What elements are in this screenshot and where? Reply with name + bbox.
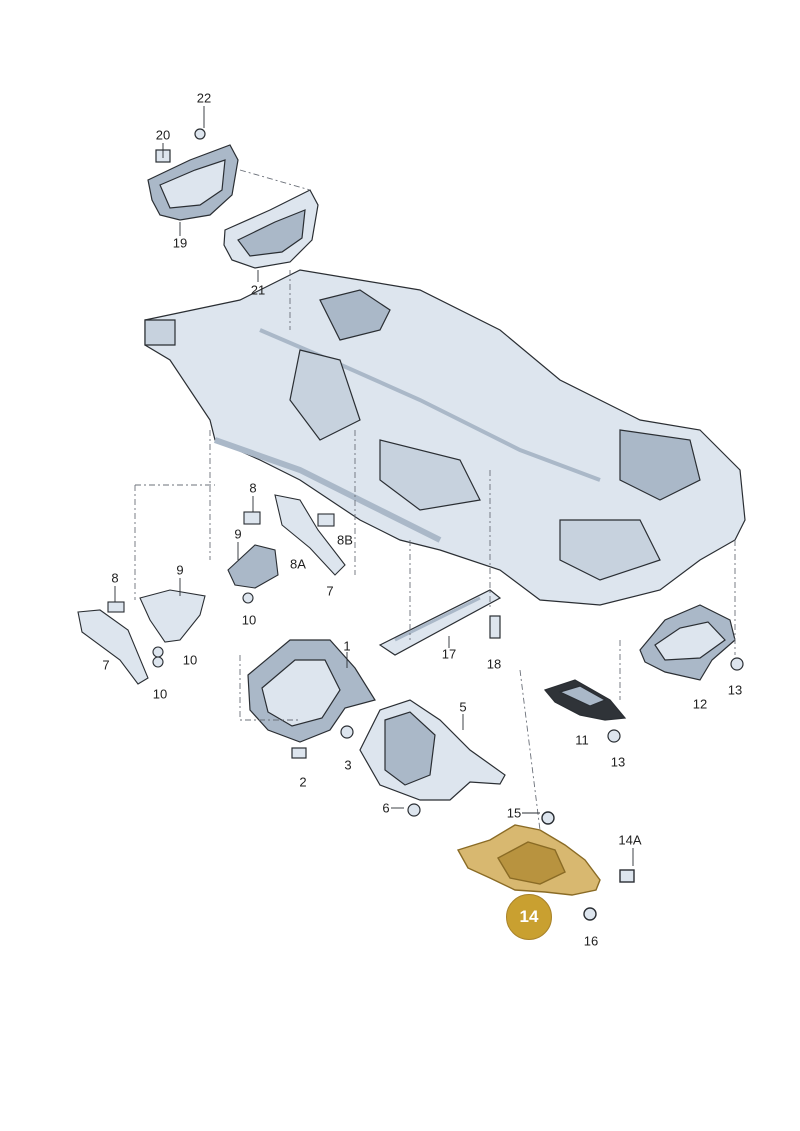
callout-9-upper: 9 [234, 526, 242, 542]
heat-shield-12 [639, 604, 744, 681]
callout-10-upper: 10 [241, 612, 257, 628]
callout-8-left: 8 [111, 570, 119, 586]
callout-7-upper: 7 [326, 583, 334, 599]
callout-11: 11 [575, 732, 589, 748]
callout-8B: 8B [337, 532, 353, 548]
callout-19: 19 [172, 235, 188, 251]
callout-15: 15 [506, 805, 522, 821]
callout-ticks [114, 106, 634, 866]
bracket-parts-left [77, 494, 346, 685]
heat-shield-5 [359, 699, 506, 817]
callout-7-left: 7 [102, 657, 110, 673]
callout-17: 17 [441, 646, 457, 662]
callout-10-lower: 10 [152, 686, 168, 702]
callout-13-mid: 13 [610, 754, 626, 770]
heat-shield-19 [147, 128, 239, 221]
callout-8-upper: 8 [249, 480, 257, 496]
heat-shield-14-highlighted [456, 811, 635, 921]
callout-2: 2 [299, 774, 307, 790]
callout-18: 18 [486, 656, 502, 672]
callout-14A: 14A [618, 832, 642, 848]
callout-9-left: 9 [176, 562, 184, 578]
callout-20: 20 [155, 127, 171, 143]
callout-12: 12 [692, 696, 708, 712]
heat-shield-17 [378, 589, 502, 656]
callout-13-right: 13 [727, 682, 743, 698]
callout-22: 22 [196, 90, 212, 106]
callout-5: 5 [459, 699, 467, 715]
callout-21: 21 [250, 282, 266, 298]
callout-16: 16 [583, 933, 599, 949]
callout-8A: 8A [290, 556, 306, 572]
heat-shield-11 [543, 679, 627, 743]
heat-shield-1 [247, 639, 376, 759]
highlighted-part-badge: 14 [506, 894, 552, 940]
leader-lines [134, 169, 736, 831]
callout-6: 6 [382, 800, 390, 816]
underbody-floor-pan [144, 269, 746, 606]
callout-10-mid: 10 [182, 652, 198, 668]
heat-shield-21 [223, 189, 319, 269]
callout-1: 1 [343, 638, 351, 654]
callout-3: 3 [344, 757, 352, 773]
